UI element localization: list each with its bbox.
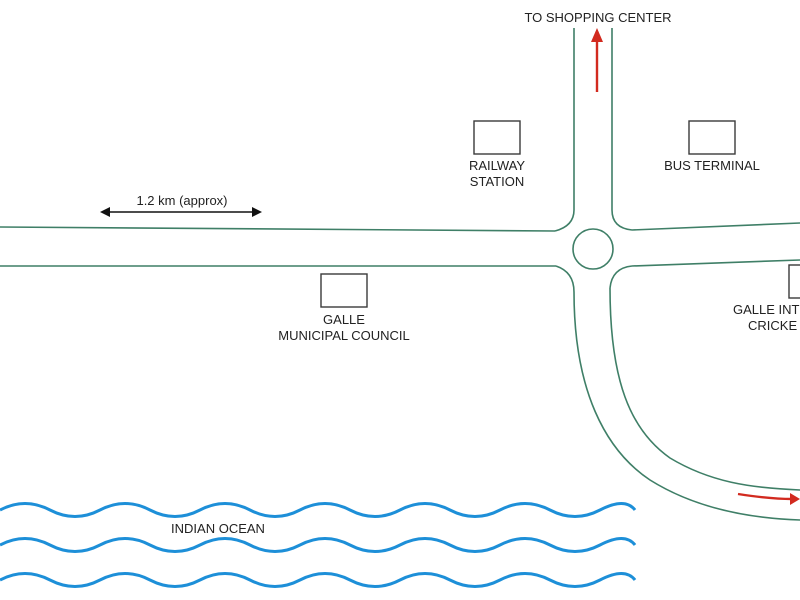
municipal-council-label-line2: MUNICIPAL COUNCIL	[278, 328, 409, 343]
direction-label-shopping-center: TO SHOPPING CENTER	[524, 10, 671, 25]
ocean-wave-icon	[0, 572, 637, 588]
south-curve-road-outer	[573, 291, 800, 521]
scale-arrow-icon	[100, 207, 262, 217]
cricket-stadium-label-line1: GALLE INT	[733, 302, 800, 317]
scale-label: 1.2 km (approx)	[136, 193, 227, 208]
railway-station-label-line2: STATION	[470, 174, 524, 189]
building-icon-railway-station	[473, 120, 521, 155]
road-corner-nw	[554, 209, 575, 232]
east-road-south-edge	[631, 259, 800, 267]
east-road-north-edge	[631, 222, 800, 231]
ocean-wave-icon	[0, 537, 637, 553]
direction-arrow-icon-east	[737, 492, 800, 505]
roundabout-icon	[572, 228, 614, 270]
cricket-stadium-label-line2: CRICKE	[748, 318, 797, 333]
bus-terminal-label: BUS TERMINAL	[664, 158, 760, 173]
railway-station-label-line1: RAILWAY	[469, 158, 525, 173]
direction-arrow-icon	[591, 28, 603, 92]
road-corner-ne	[611, 209, 633, 231]
ocean-wave-icon	[0, 502, 637, 518]
south-curve-road-inner	[609, 287, 800, 491]
building-icon-municipal-council	[320, 273, 368, 308]
municipal-council-label-line1: GALLE	[323, 312, 365, 327]
ocean-label: INDIAN OCEAN	[171, 521, 265, 536]
road-corner-se	[609, 265, 633, 289]
road-corner-sw	[555, 265, 575, 293]
building-icon-bus-terminal	[688, 120, 736, 155]
west-road-north-edge	[0, 226, 556, 232]
building-icon-cricket-stadium	[788, 264, 800, 299]
